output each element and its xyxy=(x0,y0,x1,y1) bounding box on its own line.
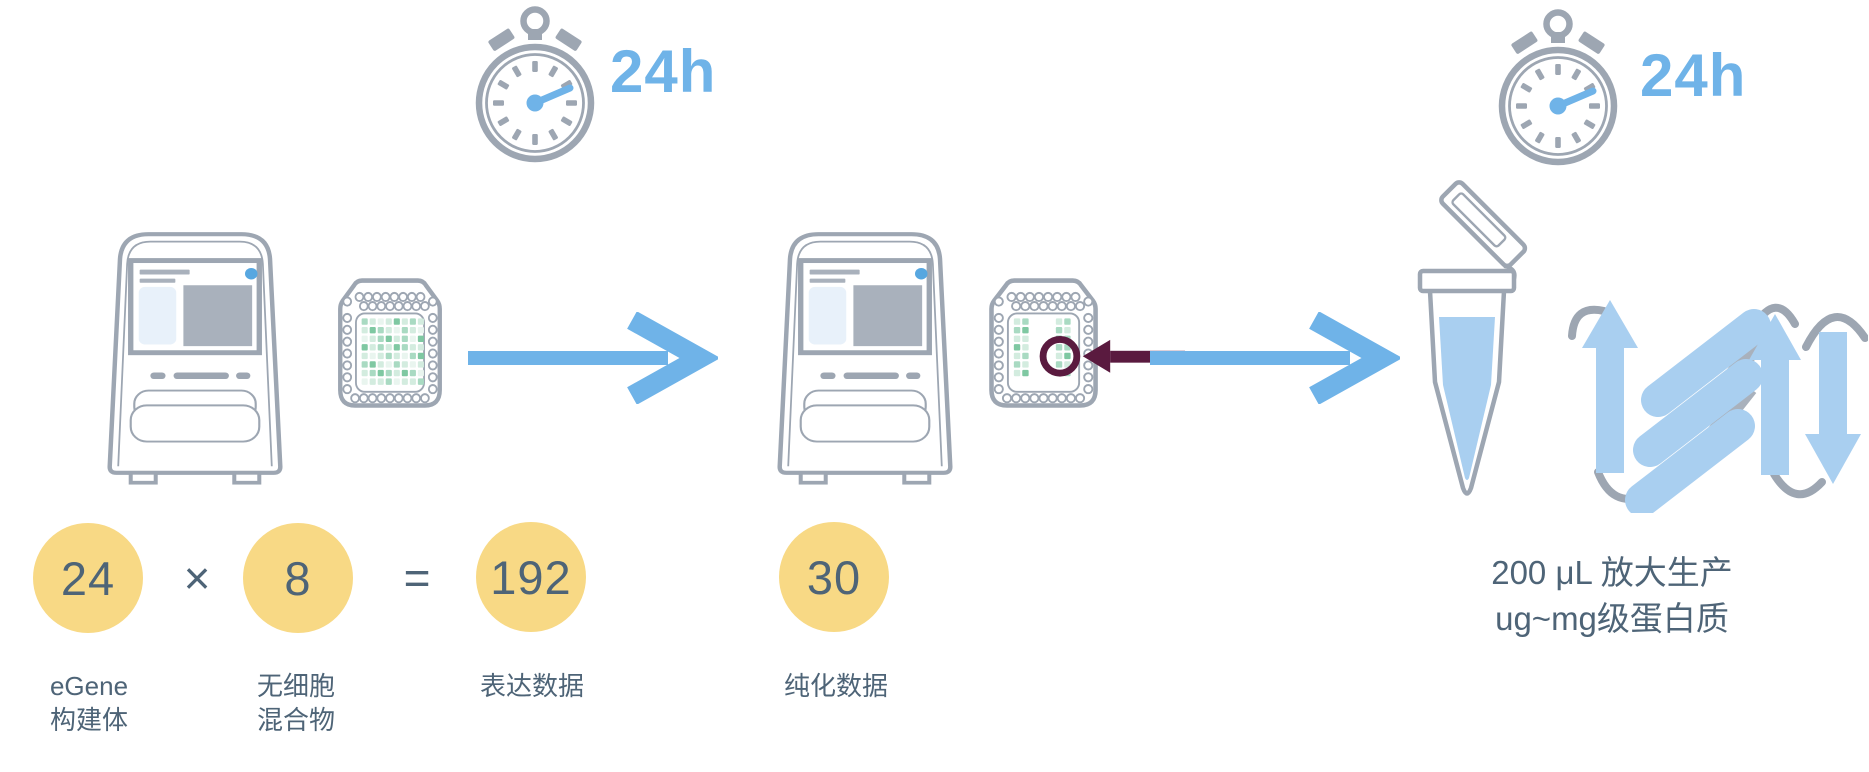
scaleup-caption-line2: ug~mg级蛋白质 xyxy=(1495,600,1729,638)
screen-status-dot xyxy=(915,267,928,280)
timer-duration-1: 24h xyxy=(610,38,717,105)
label-cellfree-mix: 无细胞 混合物 xyxy=(256,671,336,735)
count-badge-constructs: 24 xyxy=(33,523,143,633)
protein-structure-icon xyxy=(1568,300,1868,513)
stopwatch-icon-2 xyxy=(1498,9,1618,166)
flow-arrow-right-1 xyxy=(468,312,718,404)
thermocycler-icon xyxy=(107,232,283,485)
label-purification-data: 纯化数据 xyxy=(783,671,889,701)
screen-status-dot xyxy=(245,267,258,280)
thermocycler-icon-2 xyxy=(777,232,953,485)
plate-body xyxy=(989,278,1098,408)
well-highlight-circle xyxy=(1039,335,1081,377)
timer-duration-2: 24h xyxy=(1640,42,1747,109)
stopwatch-ticks xyxy=(1516,64,1600,148)
well-plate-expression-icon xyxy=(338,278,442,408)
well-plate-purification-icon xyxy=(989,278,1186,408)
count-badge-mixes: 8 xyxy=(243,523,353,633)
multiply-sign: × xyxy=(183,552,211,604)
plate-body xyxy=(338,278,442,408)
label-egene-construct: eGene 构建体 xyxy=(49,671,129,735)
tube-liquid xyxy=(1439,317,1495,480)
tube-open-cap xyxy=(1439,180,1528,269)
well-pointer-arrow xyxy=(1082,339,1111,373)
equals-sign: = xyxy=(403,552,431,604)
stopwatch-icon xyxy=(475,6,595,163)
count-badge-purified: 30 xyxy=(779,522,889,632)
flow-arrow-right-2 xyxy=(1150,312,1400,404)
alpha-helix xyxy=(1625,309,1771,513)
scaleup-caption-line1: 200 μL 放大生产 xyxy=(1491,554,1733,591)
stopwatch-ticks xyxy=(493,61,577,145)
label-expression-data: 表达数据 xyxy=(479,671,585,701)
scaleup-caption: 200 μL 放大生产 ug~mg级蛋白质 xyxy=(1491,550,1733,642)
count-badge-expression: 192 xyxy=(476,522,586,632)
microtube-icon xyxy=(1417,180,1528,496)
selected-well-highlight xyxy=(1039,335,1186,377)
